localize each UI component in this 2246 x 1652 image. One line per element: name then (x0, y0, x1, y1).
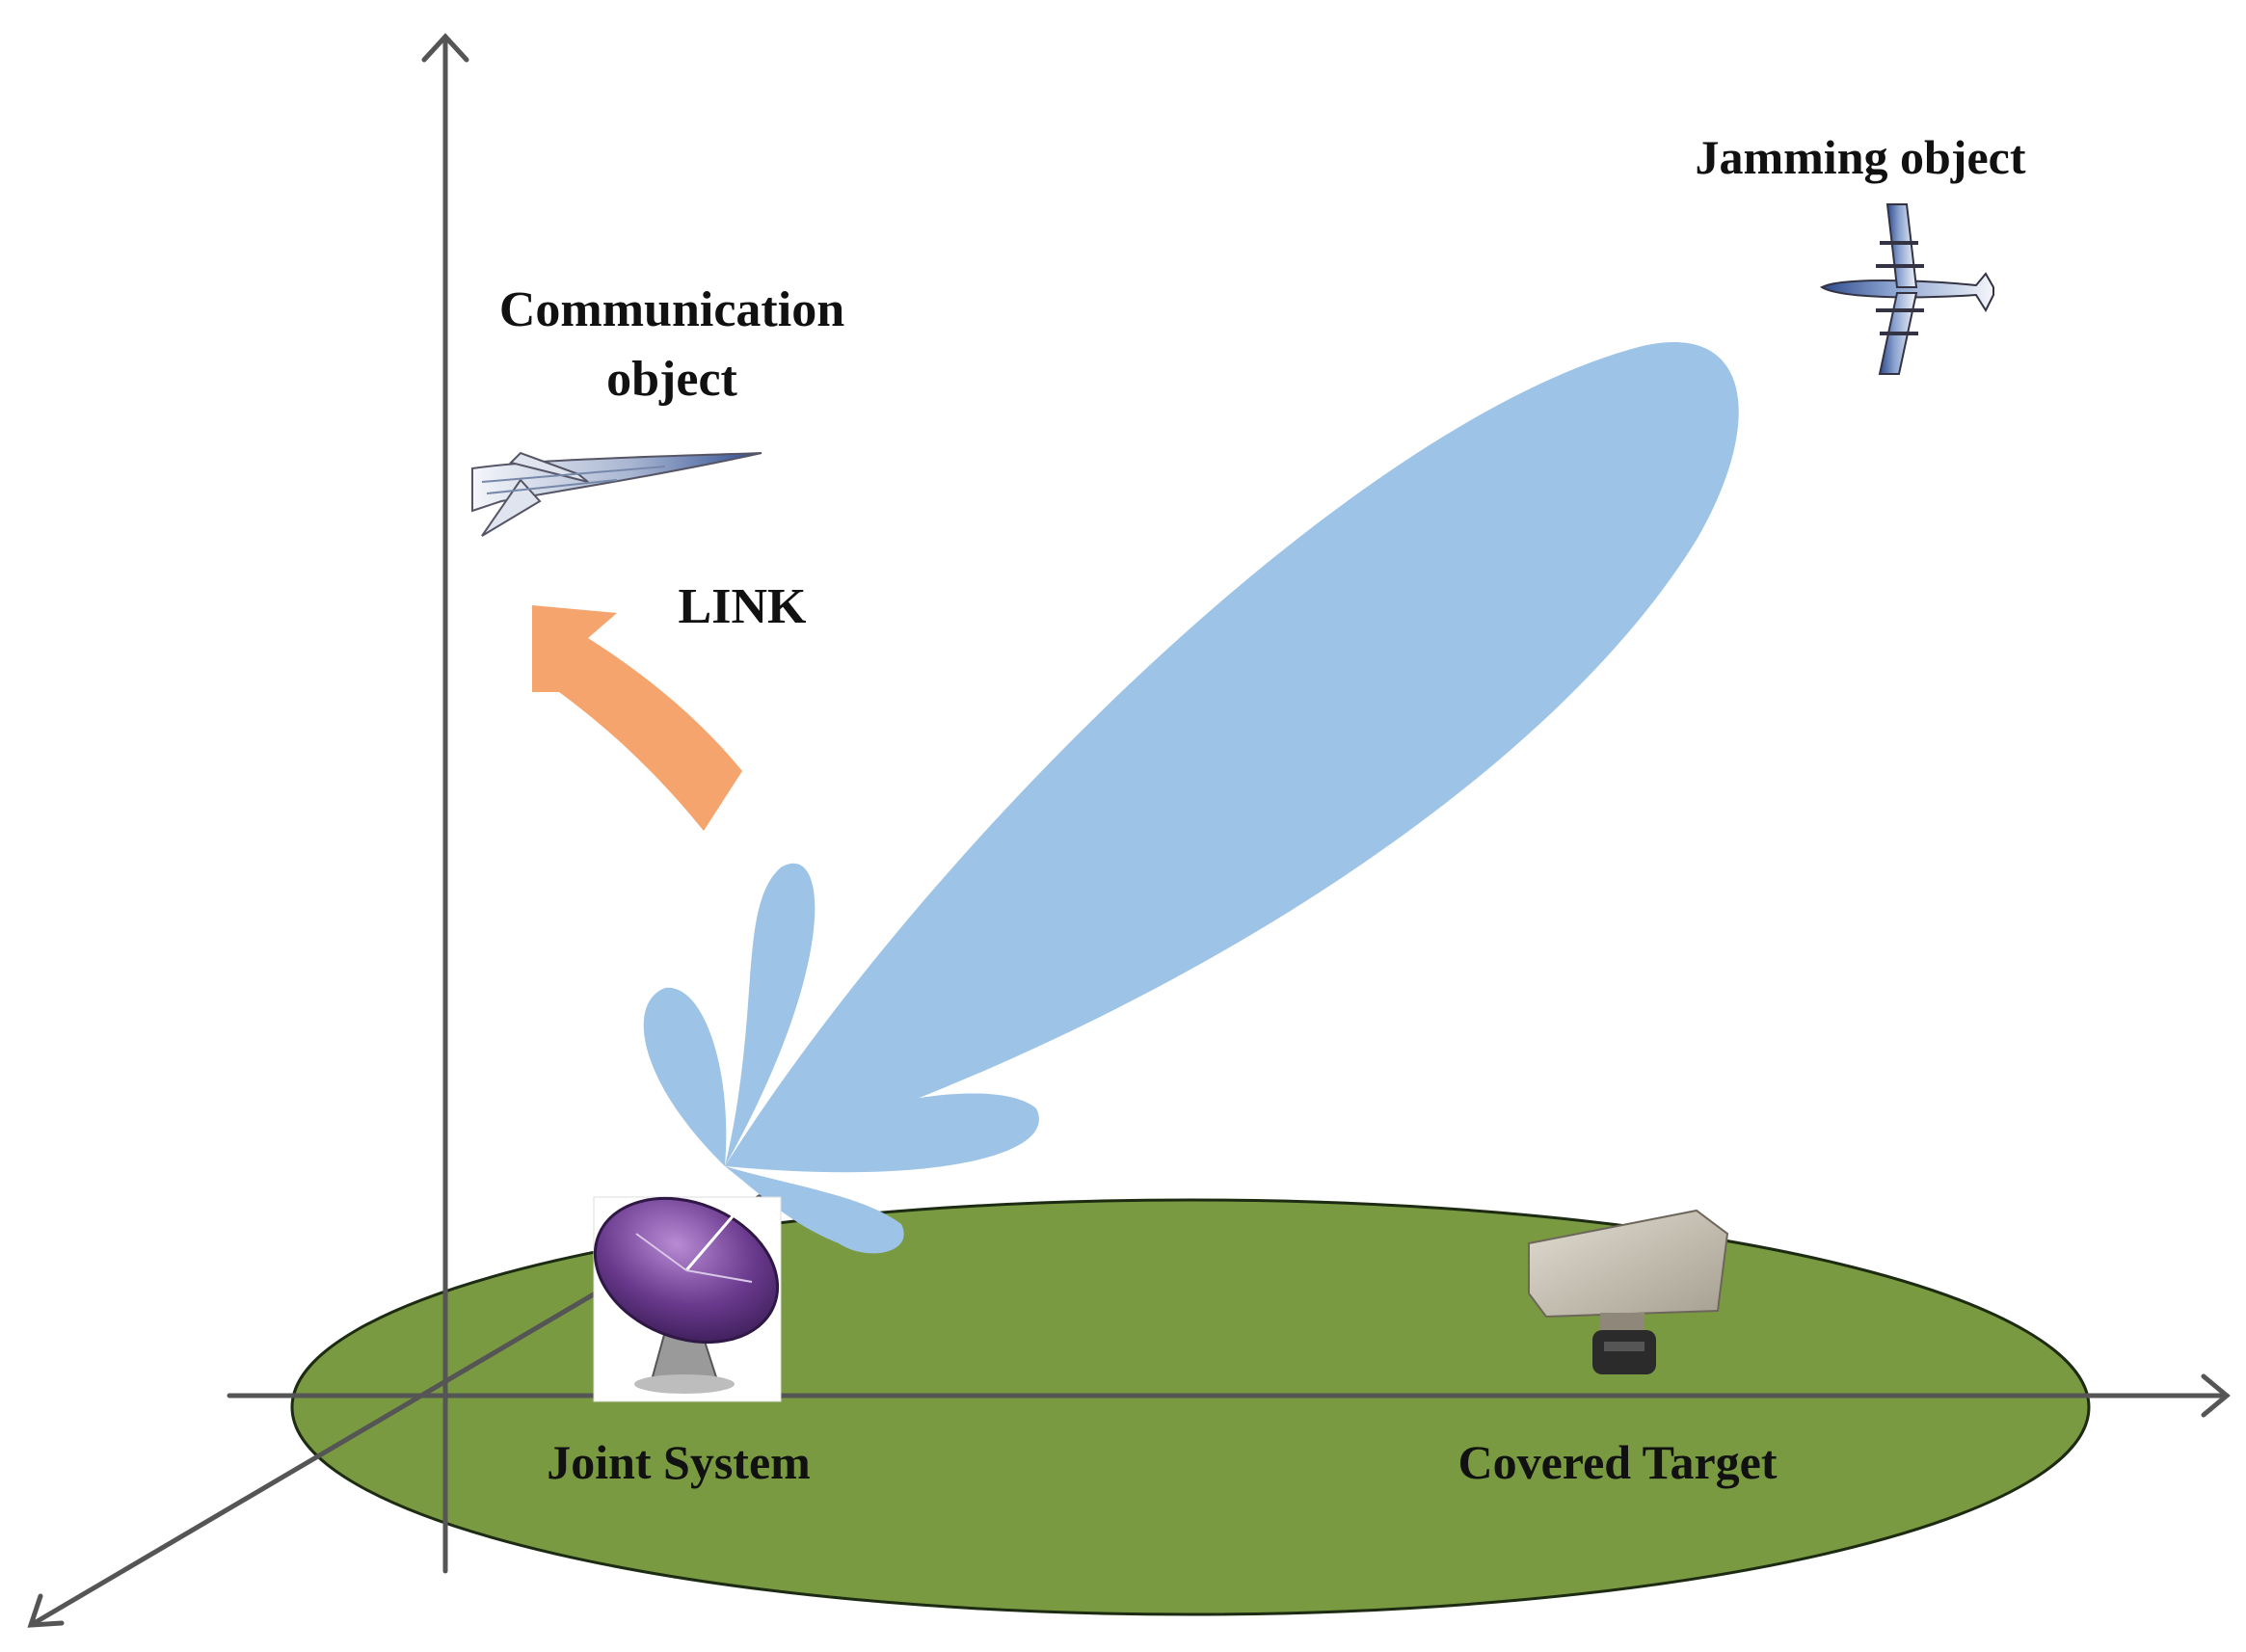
y-axis-arrowhead (27, 1593, 65, 1628)
x-axis-arrowhead (2201, 1373, 2231, 1418)
communication-object-label-line1: Communication (499, 282, 844, 337)
z-axis-arrowhead (421, 33, 469, 63)
communication-object-label-line2: object (606, 352, 737, 407)
covered-target-label: Covered Target (1458, 1435, 1778, 1489)
radar-panel-icon (1528, 1209, 1729, 1374)
link-label: LINK (679, 579, 807, 634)
joint-system-label: Joint System (547, 1435, 811, 1489)
jamming-object-label: Jamming object (1696, 130, 2026, 184)
side-lobe-upper (725, 863, 816, 1166)
transport-aircraft-icon (1819, 203, 1994, 375)
satellite-dish-icon (593, 1196, 782, 1402)
side-lobe-left (643, 987, 727, 1166)
side-lobe-right (725, 1093, 1039, 1173)
side-lobe-low (725, 1166, 904, 1254)
ground-plane (290, 1198, 2091, 1616)
beam-pattern (643, 342, 1739, 1254)
link-arrow (532, 605, 742, 831)
main-lobe (725, 342, 1739, 1167)
jet-aircraft-icon (471, 451, 762, 537)
